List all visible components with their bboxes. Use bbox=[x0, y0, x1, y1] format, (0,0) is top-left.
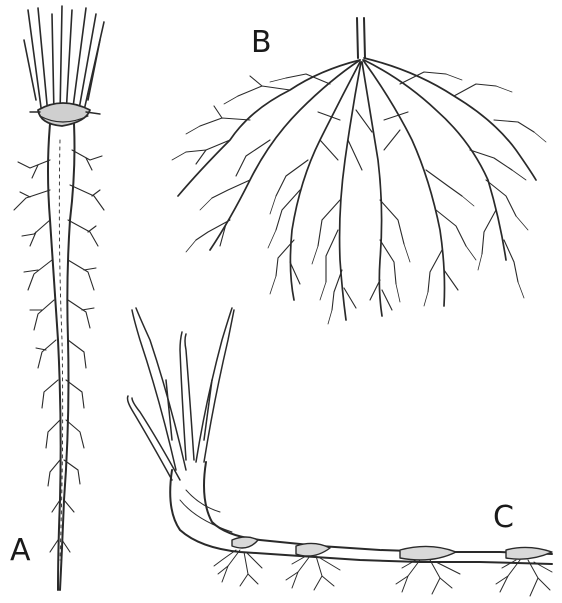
panel-label-c: C bbox=[493, 503, 514, 533]
panel-label-a: A bbox=[10, 536, 31, 566]
panel-label-b: B bbox=[251, 28, 272, 58]
